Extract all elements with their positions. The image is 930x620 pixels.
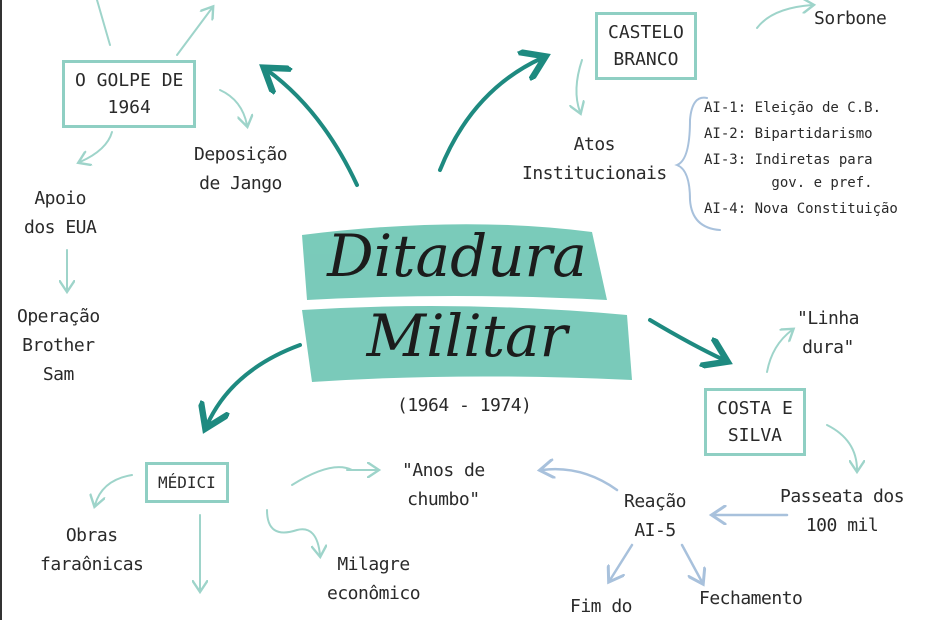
arrow-medici: [207, 343, 302, 425]
ai-2: AI-2: Bipartidarismo: [704, 126, 873, 142]
ai-3: AI-3: Indiretas para: [704, 152, 873, 168]
fechamento-label: Fechamento: [699, 588, 803, 609]
reacao-label: Reação AI-5: [624, 491, 687, 541]
medici-box: MÉDICI: [145, 462, 229, 503]
deposicao-label: Deposição de Jango: [194, 144, 288, 194]
operacao-label: Operação Brother Sam: [17, 306, 100, 385]
milagre-label: Milagre econômico: [327, 554, 421, 604]
apoio-label: Apoio dos EUA: [24, 188, 97, 238]
years-label: (1964 - 1974): [397, 395, 532, 416]
atos-label: Atos Institucionais: [522, 134, 667, 184]
brush-strokes: [302, 224, 632, 382]
anos-label: "Anos de chumbo": [402, 460, 485, 510]
obras-label: Obras faraônicas: [40, 525, 144, 575]
arrow-costa: [648, 318, 724, 360]
ai-1: AI-1: Eleição de C.B.: [704, 100, 882, 116]
passeata-label: Passeata dos 100 mil: [780, 486, 905, 536]
linha-dura-label: "Linha dura": [797, 308, 860, 358]
title-line-1: Ditadura: [327, 222, 587, 290]
title-line-2: Militar: [366, 302, 568, 370]
ai-3-cont: gov. e pref.: [704, 175, 873, 191]
arrow-castelo: [438, 58, 542, 172]
fim-label: Fim do: [570, 596, 633, 617]
castelo-box: CASTELO BRANCO: [595, 12, 697, 80]
costa-box: COSTA E SILVA: [704, 388, 806, 456]
sorbone-label: Sorbone: [814, 8, 887, 29]
arrow-golpe: [267, 70, 359, 187]
ai-4: AI-4: Nova Constituição: [704, 201, 898, 217]
golpe-box: O GOLPE DE 1964: [62, 60, 197, 128]
